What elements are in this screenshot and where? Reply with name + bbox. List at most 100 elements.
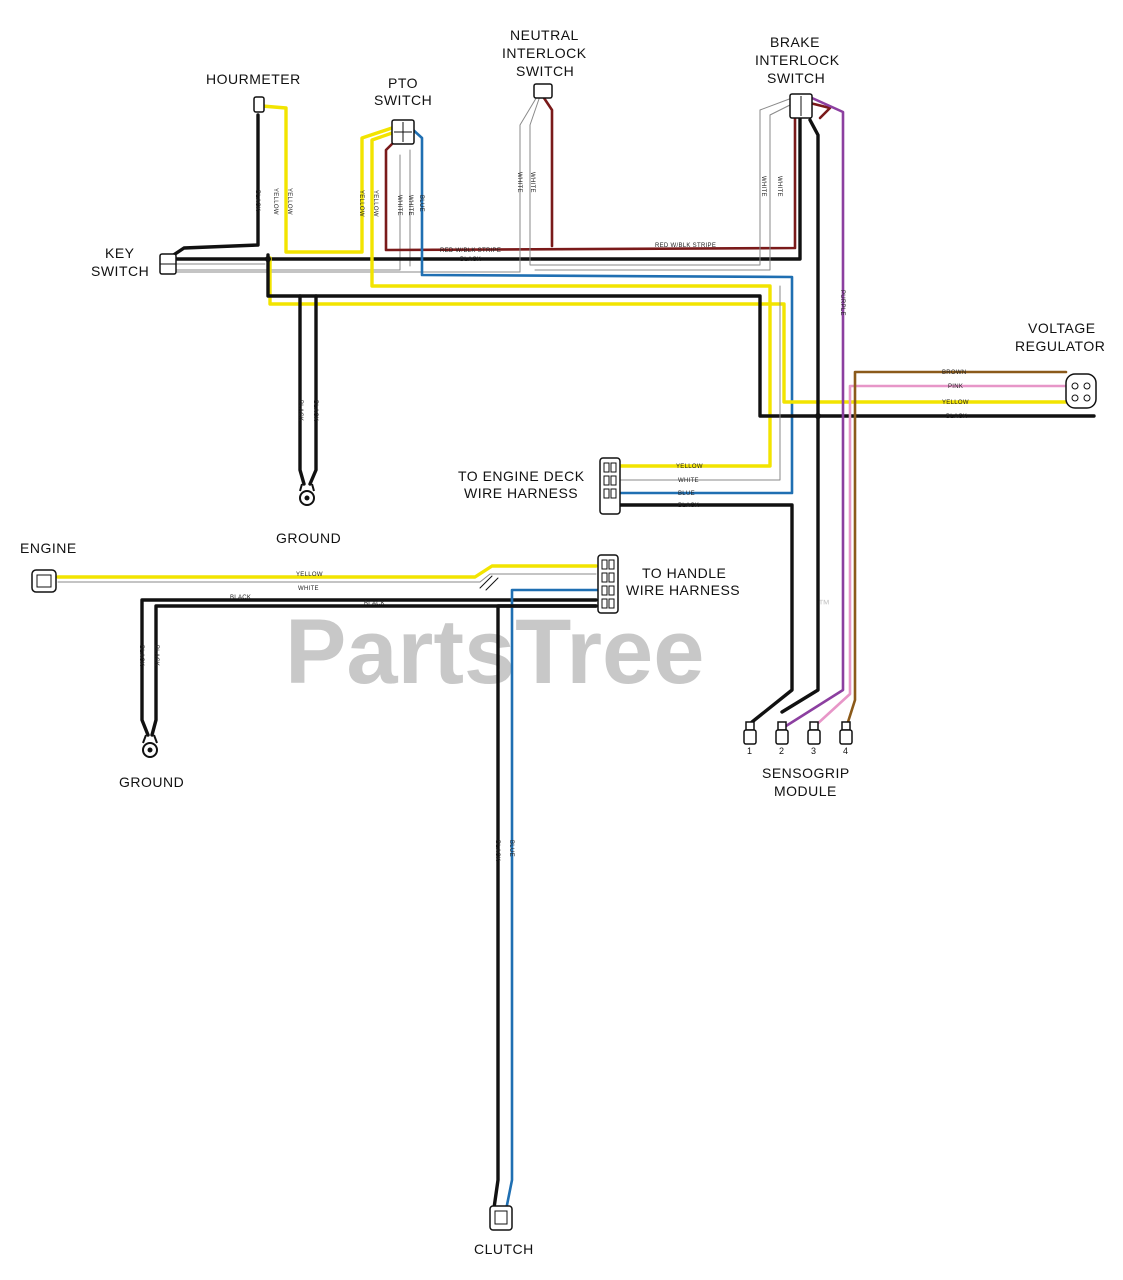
wire-pto-blue xyxy=(408,125,794,495)
wire-label-black: BLACK xyxy=(460,257,481,263)
component-labels: HOURMETER PTO SWITCH NEUTRAL INTERLOCK S… xyxy=(20,27,1105,1257)
wire-label-white: WHITE xyxy=(678,478,699,484)
wire-lower-black-a xyxy=(140,598,598,737)
wire-red-stripe-neutral xyxy=(540,93,554,248)
label-key-switch-2: SWITCH xyxy=(91,263,149,279)
wire-label-black: BLACK xyxy=(153,645,159,666)
wire-label-blue: BLUE xyxy=(418,195,424,212)
wire-label-white: WHITE xyxy=(298,586,319,592)
label-regulator-1: VOLTAGE xyxy=(1028,320,1096,336)
wire-brake-black xyxy=(780,118,820,714)
wire-label-black: BLACK xyxy=(678,503,699,509)
lower-harness-wires xyxy=(56,564,602,1212)
wire-label-brown: BROWN xyxy=(942,370,967,376)
wire-key-white-bus-2 xyxy=(175,154,401,271)
wire-label-black: BLACK xyxy=(254,190,260,211)
wire-ground-upper-b xyxy=(308,294,318,486)
label-pto-switch-2: SWITCH xyxy=(374,92,432,108)
wire-label-yellow: YELLOW xyxy=(676,464,703,470)
handle-harness-connector xyxy=(597,554,619,614)
wire-label-black: BLACK xyxy=(230,595,251,601)
wire-hourmeter-yellow xyxy=(260,104,394,254)
wire-break-mark xyxy=(479,575,499,591)
clutch-connector xyxy=(489,1205,513,1231)
wire-label-white: WHITE xyxy=(516,172,522,193)
wire-label-black: BLACK xyxy=(297,400,303,421)
wire-neutral-white-b xyxy=(529,95,793,266)
wire-brown xyxy=(846,370,1068,724)
engine-deck-connector xyxy=(599,457,621,515)
wire-deck-black xyxy=(618,503,794,724)
wire-lower-black-b xyxy=(150,604,598,737)
wire-label-black: BLACK xyxy=(138,645,144,666)
label-ground-lower: GROUND xyxy=(119,774,184,790)
label-neutral-2: INTERLOCK xyxy=(502,45,587,61)
voltage-regulator-connector xyxy=(1065,373,1097,409)
watermark-text: PartsTree xyxy=(285,601,704,703)
wire-label-yellow: YELLOW xyxy=(272,188,278,215)
wire-label-purple: PURPLE xyxy=(839,290,845,316)
wire-main-black xyxy=(266,253,1096,418)
wire-hourmeter-black xyxy=(170,113,260,258)
wire-label-yellow: YELLOW xyxy=(296,572,323,578)
wire-label-blue: BLUE xyxy=(678,491,695,497)
connectors xyxy=(31,83,1097,1231)
sensogrip-terminals xyxy=(743,721,853,745)
wire-label-yellow: YELLOW xyxy=(358,190,364,217)
wire-pto-yellow-2 xyxy=(370,130,772,468)
wire-red-stripe xyxy=(384,103,797,252)
label-brake-2: INTERLOCK xyxy=(755,52,840,68)
sensogrip-pin-4: 4 xyxy=(843,746,848,756)
wire-neutral-white-c xyxy=(534,101,797,271)
wire-color-labels: BLACK YELLOW YELLOW YELLOW YELLOW WHITE … xyxy=(138,172,969,861)
hourmeter-connector xyxy=(253,96,265,113)
label-neutral-1: NEUTRAL xyxy=(510,27,579,43)
wire-label-blue: BLUE xyxy=(508,840,514,857)
wire-label-black: BLACK xyxy=(312,400,318,421)
sensogrip-pin-3: 3 xyxy=(811,746,816,756)
wire-label-white: WHITE xyxy=(407,195,413,216)
sensogrip-pin-1: 1 xyxy=(747,746,752,756)
wire-engine-white xyxy=(57,573,597,583)
wire-ground-upper-a xyxy=(298,294,306,486)
wire-label-white: WHITE xyxy=(776,176,782,197)
neutral-switch-connector xyxy=(533,83,553,99)
wire-engine-yellow xyxy=(56,564,598,579)
label-hourmeter: HOURMETER xyxy=(206,71,301,87)
label-sensogrip-2: MODULE xyxy=(774,783,837,799)
label-sensogrip-1: SENSOGRIP xyxy=(762,765,850,781)
wire-label-white: WHITE xyxy=(529,172,535,193)
wire-clutch-black xyxy=(492,604,598,1210)
wire-label-black: BLACK xyxy=(494,840,500,861)
label-brake-1: BRAKE xyxy=(770,34,820,50)
wire-label-yellow: YELLOW xyxy=(286,188,292,215)
label-handle-harness-2: WIRE HARNESS xyxy=(626,582,740,598)
label-deck-harness-2: WIRE HARNESS xyxy=(464,485,578,501)
wire-label-black: BLACK xyxy=(364,601,385,607)
label-deck-harness-1: TO ENGINE DECK xyxy=(458,468,585,484)
label-ground-upper: GROUND xyxy=(276,530,341,546)
wire-purple xyxy=(784,96,845,728)
label-neutral-3: SWITCH xyxy=(516,63,574,79)
sensogrip-pin-2: 2 xyxy=(779,746,784,756)
upper-harness-wires xyxy=(170,93,1096,728)
wire-label-pink: PINK xyxy=(948,384,963,390)
wire-key-black-main xyxy=(174,116,802,261)
label-handle-harness-1: TO HANDLE xyxy=(642,565,726,581)
wire-label-red-stripe: RED W/BLK STRIPE xyxy=(440,248,501,254)
wire-label-red-stripe: RED W/BLK STRIPE xyxy=(655,243,716,249)
wire-pink xyxy=(813,384,1068,728)
wire-label-white: WHITE xyxy=(396,195,402,216)
wire-label-yellow: YELLOW xyxy=(372,190,378,217)
label-engine: ENGINE xyxy=(20,540,77,556)
label-brake-3: SWITCH xyxy=(767,70,825,86)
engine-connector xyxy=(31,569,57,593)
wire-label-black: BLACK xyxy=(946,414,967,420)
label-regulator-2: REGULATOR xyxy=(1015,338,1105,354)
watermark-trademark: ™ xyxy=(818,597,830,611)
wire-neutral-white-a xyxy=(519,94,539,273)
wire-main-yellow xyxy=(268,256,1070,404)
label-pto-switch-1: PTO xyxy=(388,75,418,91)
wire-key-white-bus-3 xyxy=(175,264,521,273)
